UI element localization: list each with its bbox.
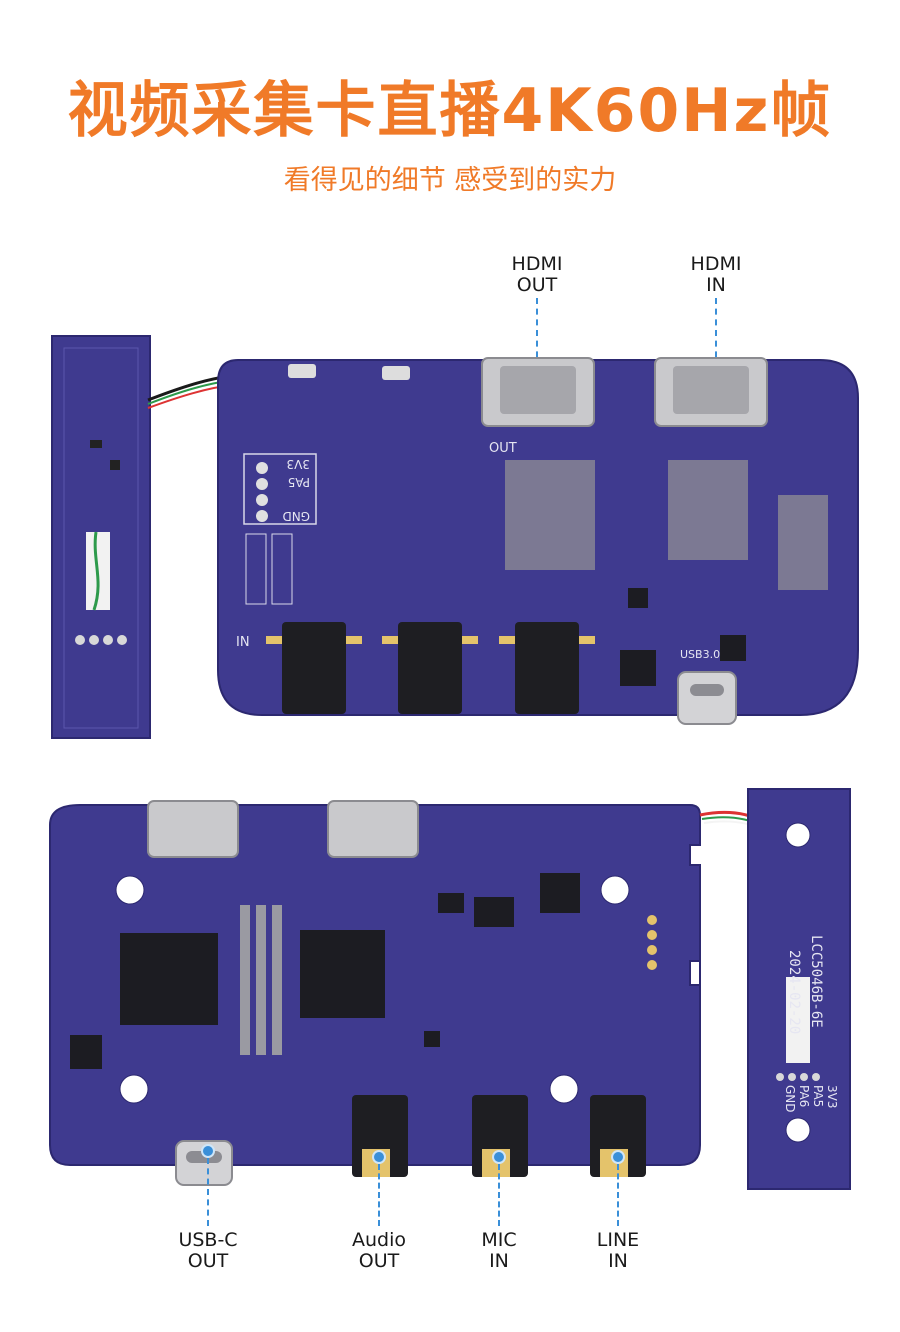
pointer-line bbox=[207, 1158, 209, 1226]
svg-text:2024-02-20: 2024-02-20 bbox=[786, 950, 802, 1034]
page-title: 视频采集卡直播4K60Hz帧 bbox=[67, 76, 833, 146]
svg-text:PA5: PA5 bbox=[288, 475, 310, 489]
main-board-top: OUT IN USB3.0 3V3 PA5 GND bbox=[217, 357, 859, 725]
svg-text:LCC5046B-6E: LCC5046B-6E bbox=[808, 935, 824, 1028]
side-board-left bbox=[51, 335, 151, 739]
svg-text:USB3.0: USB3.0 bbox=[680, 648, 720, 661]
svg-text:PA5: PA5 bbox=[811, 1085, 825, 1107]
top-board-photo: OUT IN USB3.0 3V3 PA5 GND bbox=[51, 335, 859, 739]
pointer-line bbox=[715, 298, 717, 368]
pointer-dot bbox=[372, 1150, 386, 1164]
svg-text:IN: IN bbox=[236, 635, 250, 650]
svg-text:GND: GND bbox=[282, 509, 310, 523]
pointer-line bbox=[498, 1164, 500, 1226]
svg-text:3V3: 3V3 bbox=[825, 1085, 839, 1108]
pointer-line bbox=[378, 1164, 380, 1226]
svg-text:3V3: 3V3 bbox=[287, 457, 310, 471]
pointer-line bbox=[536, 298, 538, 368]
pointer-dot bbox=[611, 1150, 625, 1164]
main-board-bottom bbox=[49, 800, 701, 1186]
side-board-right: LCC5046B-6E 2024-02-20 3V3 PA5 PA6 GND bbox=[747, 788, 851, 1190]
page-subtitle: 看得见的细节 感受到的实力 bbox=[283, 165, 617, 196]
svg-text:OUT: OUT bbox=[489, 441, 517, 456]
pointer-line bbox=[617, 1164, 619, 1226]
pointer-dot bbox=[492, 1150, 506, 1164]
svg-text:PA6: PA6 bbox=[797, 1085, 811, 1107]
svg-text:GND: GND bbox=[783, 1085, 797, 1113]
pointer-dot bbox=[201, 1144, 215, 1158]
bottom-board-photo: LCC5046B-6E 2024-02-20 3V3 PA5 PA6 GND bbox=[49, 788, 851, 1190]
